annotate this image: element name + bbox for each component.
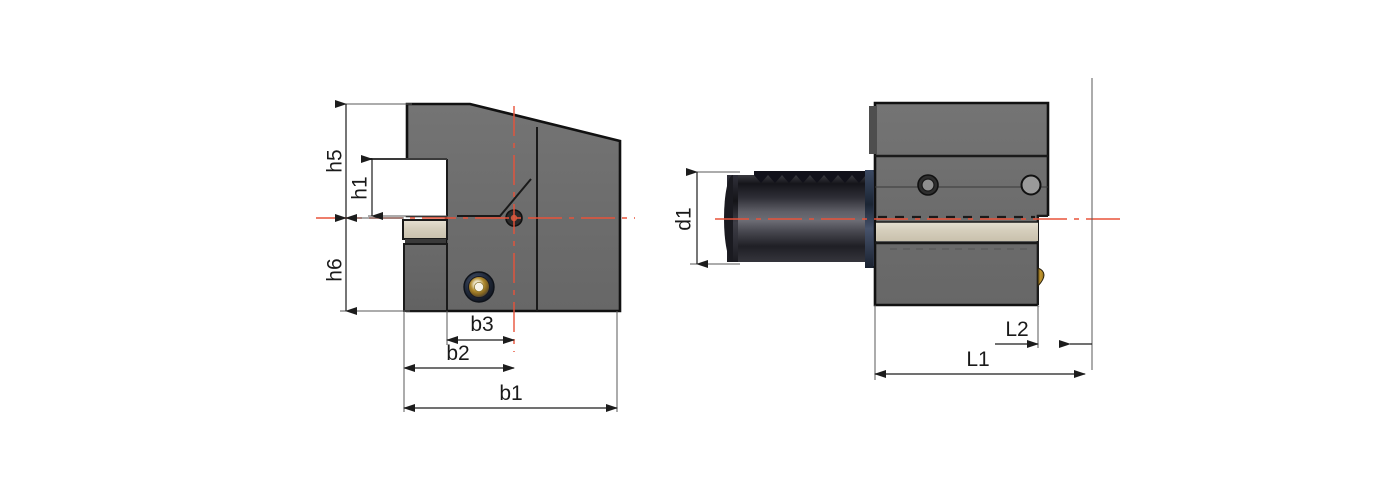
front-view-insert-pocket-relief [370, 159, 447, 216]
front-view-lower-block [403, 243, 448, 312]
dim-label-h6: h6 [324, 258, 347, 281]
side-view-body-outline [873, 101, 1050, 307]
dim-label-h5: h5 [324, 149, 347, 172]
dim-label-L2: L2 [1005, 318, 1028, 341]
dim-label-h1: h1 [349, 176, 372, 199]
cutting-insert-seat [405, 239, 446, 244]
cutting-insert [402, 219, 448, 240]
shank-serration-teeth [754, 171, 866, 183]
locking-screw-right[interactable] [1020, 174, 1042, 196]
front-view: h5 h1 h6 b3 b2 b1 [316, 100, 635, 412]
dim-label-b1: b1 [499, 382, 522, 405]
side-view-left-edge-band [869, 106, 877, 154]
locking-screw-left[interactable] [921, 178, 935, 192]
dim-label-b2: b2 [446, 342, 469, 365]
dim-label-d1: d1 [673, 207, 696, 230]
side-set-screw[interactable] [1037, 267, 1045, 288]
dim-label-b3: b3 [470, 313, 493, 336]
side-view: d1 L2 L1 [673, 78, 1120, 380]
chamfer-edge [457, 178, 532, 217]
side-view-right-notch [1038, 216, 1050, 306]
clamp-screw-hex-socket [473, 281, 484, 292]
dim-label-L1: L1 [966, 348, 989, 371]
cutting-insert-strip [876, 222, 1038, 241]
